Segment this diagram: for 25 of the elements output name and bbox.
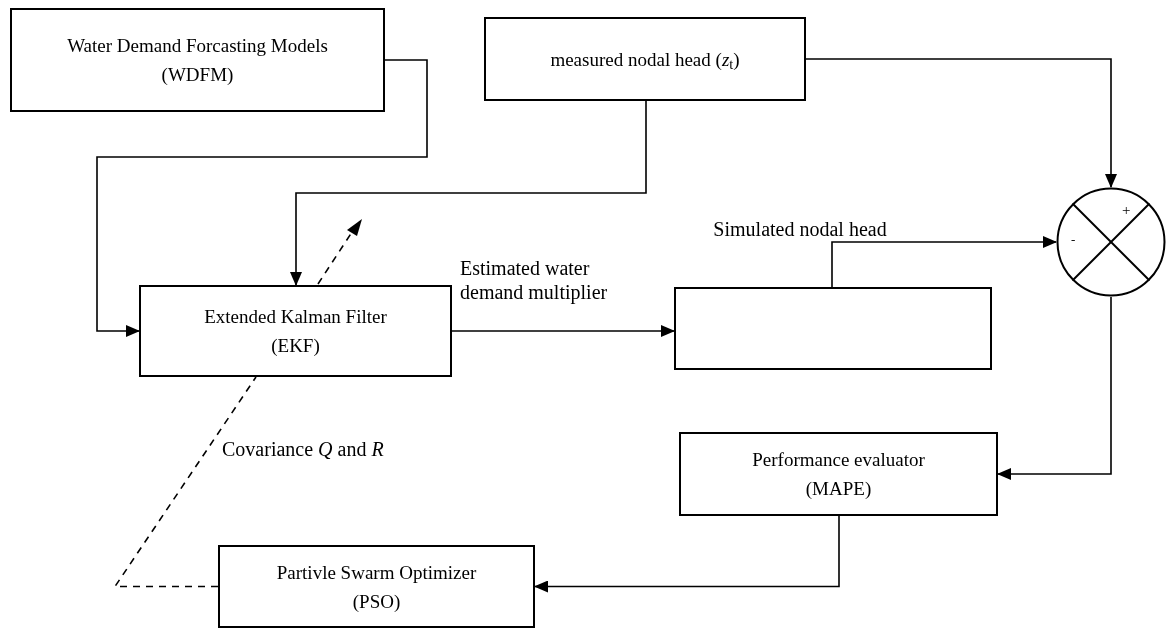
edge-label: Covariance Q and R (222, 437, 385, 462)
process-box (218, 545, 535, 628)
process-box (679, 432, 998, 516)
box-label: Extended Kalman Filter (EKF) (203, 305, 388, 358)
minus-sign: - (1071, 233, 1076, 246)
arrow (96, 59, 428, 337)
edge-label: Estimated water demand multiplier (460, 256, 609, 304)
process-box (10, 8, 385, 112)
box-label: measured nodal head (z$_{t}$) (550, 47, 740, 74)
arrow (534, 515, 840, 593)
connector-line (113, 376, 257, 588)
arrow (805, 58, 1117, 188)
summing-junction (1056, 187, 1166, 297)
edge-label: Simulated nodal head (712, 217, 888, 242)
arrow (831, 236, 1057, 288)
plus-sign: + (1122, 203, 1131, 218)
box-label: Performance evaluator (MAPE) (751, 448, 926, 501)
arrow (451, 325, 675, 337)
process-box (484, 17, 806, 101)
box-label: Water Demand Forcasting Models (WDFM) (66, 34, 329, 87)
process-box (139, 285, 452, 377)
arrow (290, 100, 647, 286)
arrow (997, 296, 1112, 480)
process-box (674, 287, 992, 370)
box-label: Partivle Swarm Optimizer (PSO) (275, 560, 478, 614)
